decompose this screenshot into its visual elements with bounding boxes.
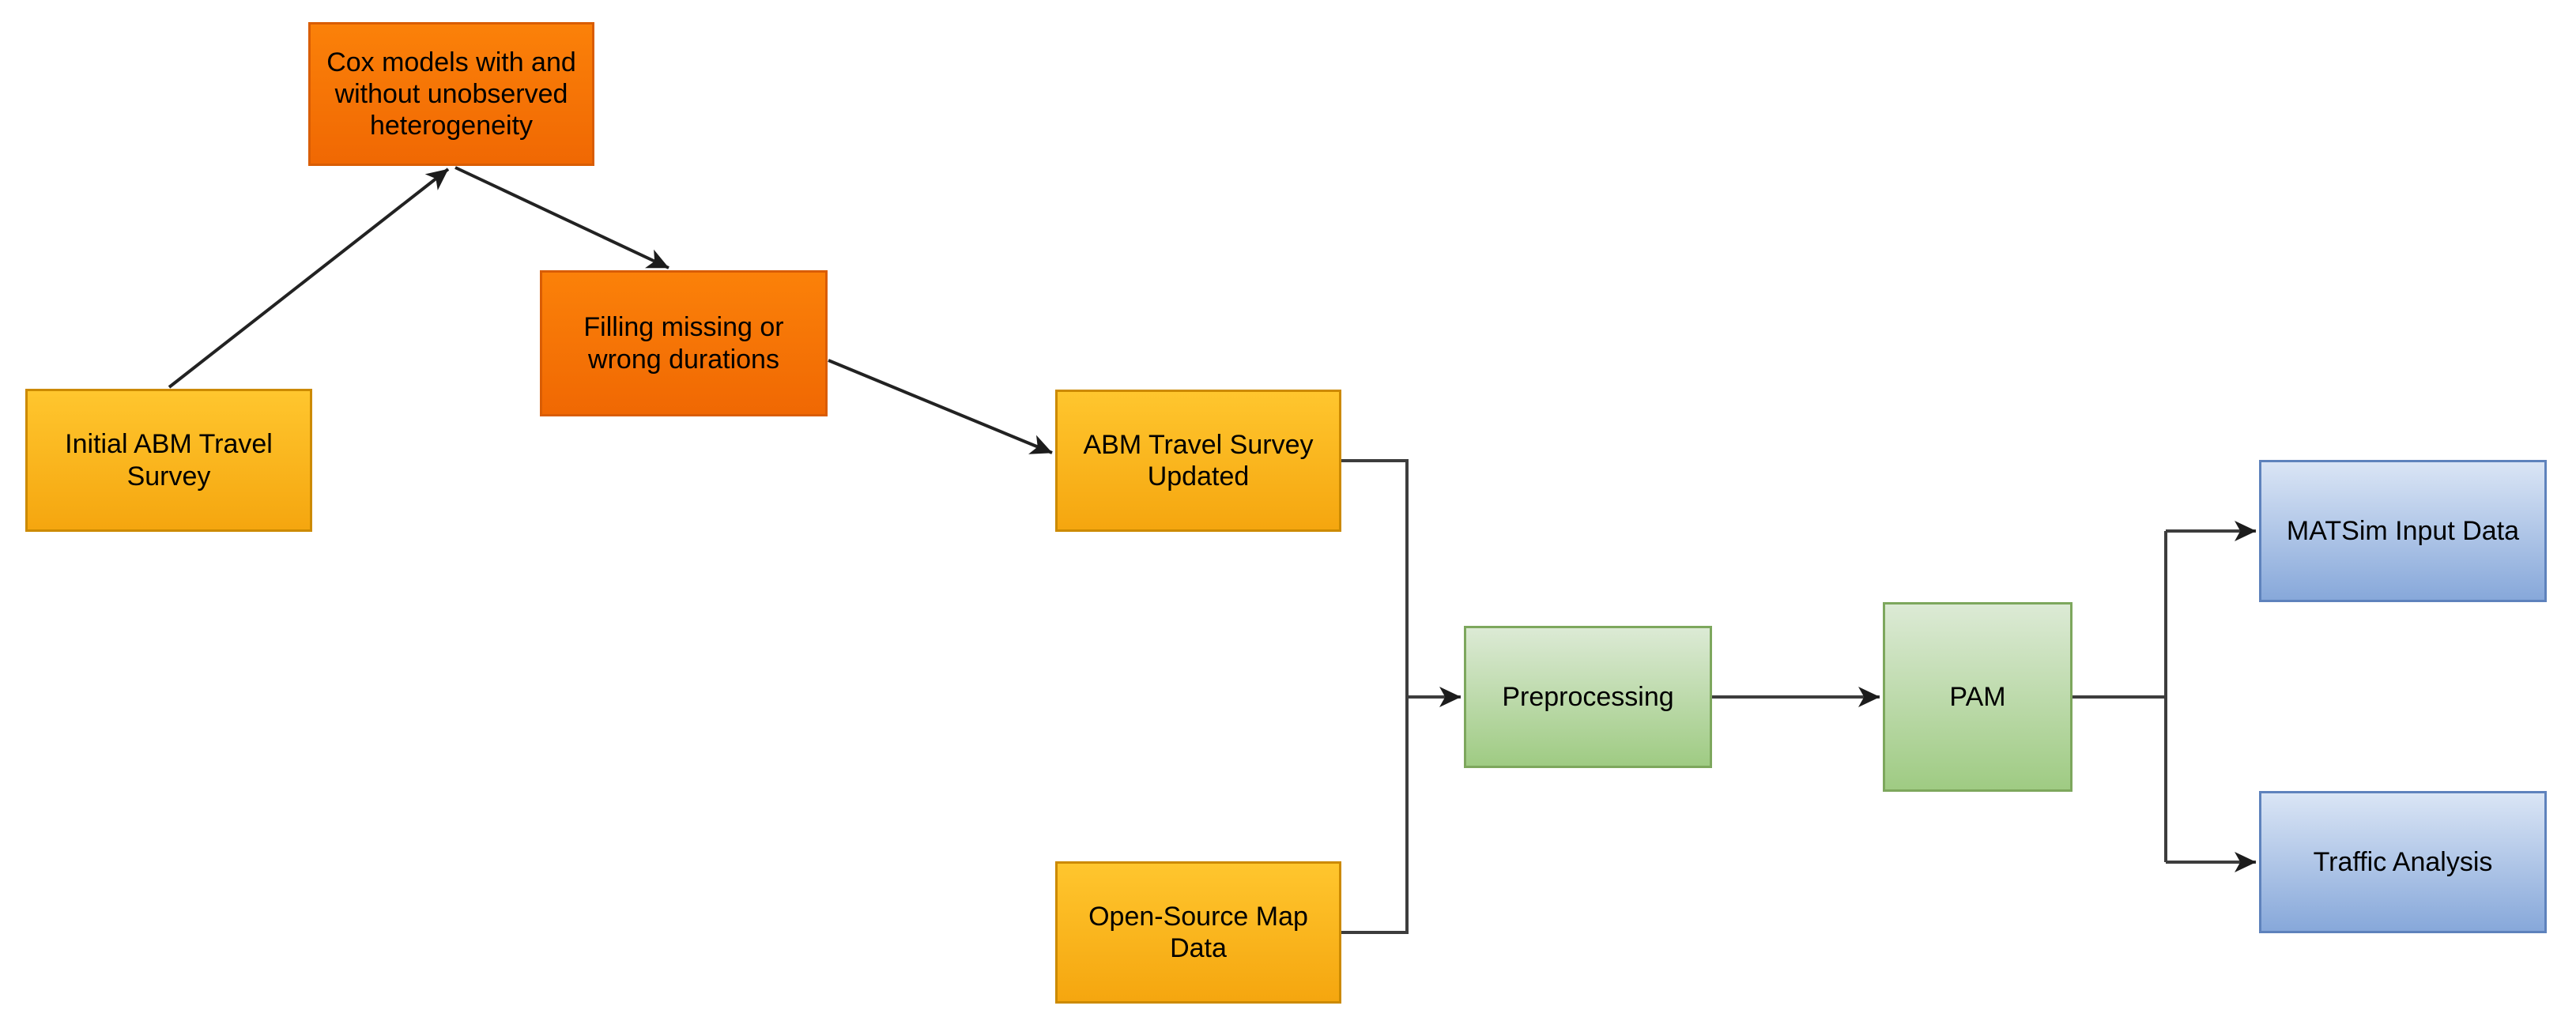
node-label: MATSim Input Data <box>2286 515 2520 546</box>
node-matsim-input-data: MATSim Input Data <box>2259 460 2547 602</box>
node-pam: PAM <box>1883 602 2072 792</box>
node-initial-abm-travel-survey: Initial ABM Travel Survey <box>25 389 312 532</box>
node-filling-durations: Filling missing or wrong durations <box>540 270 828 416</box>
node-label: Initial ABM Travel Survey <box>65 429 273 492</box>
node-label: Filling missing or wrong durations <box>583 312 784 375</box>
node-label: ABM Travel Survey Updated <box>1083 429 1314 492</box>
node-preprocessing: Preprocessing <box>1464 626 1712 768</box>
edge-filling-to-updated <box>828 359 1053 454</box>
node-cox-models: Cox models with and without unobserved h… <box>308 22 594 166</box>
node-label: PAM <box>1949 681 2006 712</box>
node-label: Cox models with and without unobserved h… <box>326 47 576 141</box>
node-label: Preprocessing <box>1502 681 1674 712</box>
node-open-source-map-data: Open-Source Map Data <box>1055 861 1341 1004</box>
node-traffic-analysis: Traffic Analysis <box>2259 791 2547 933</box>
edge-cox-to-filling <box>454 166 669 269</box>
edge-pam-branch-bus <box>2072 531 2167 862</box>
edge-merge-bus <box>1341 459 1409 934</box>
node-label: Open-Source Map Data <box>1088 901 1308 963</box>
edge-initial-to-cox <box>168 168 450 389</box>
node-abm-travel-survey-updated: ABM Travel Survey Updated <box>1055 390 1341 532</box>
node-label: Traffic Analysis <box>2313 846 2493 877</box>
